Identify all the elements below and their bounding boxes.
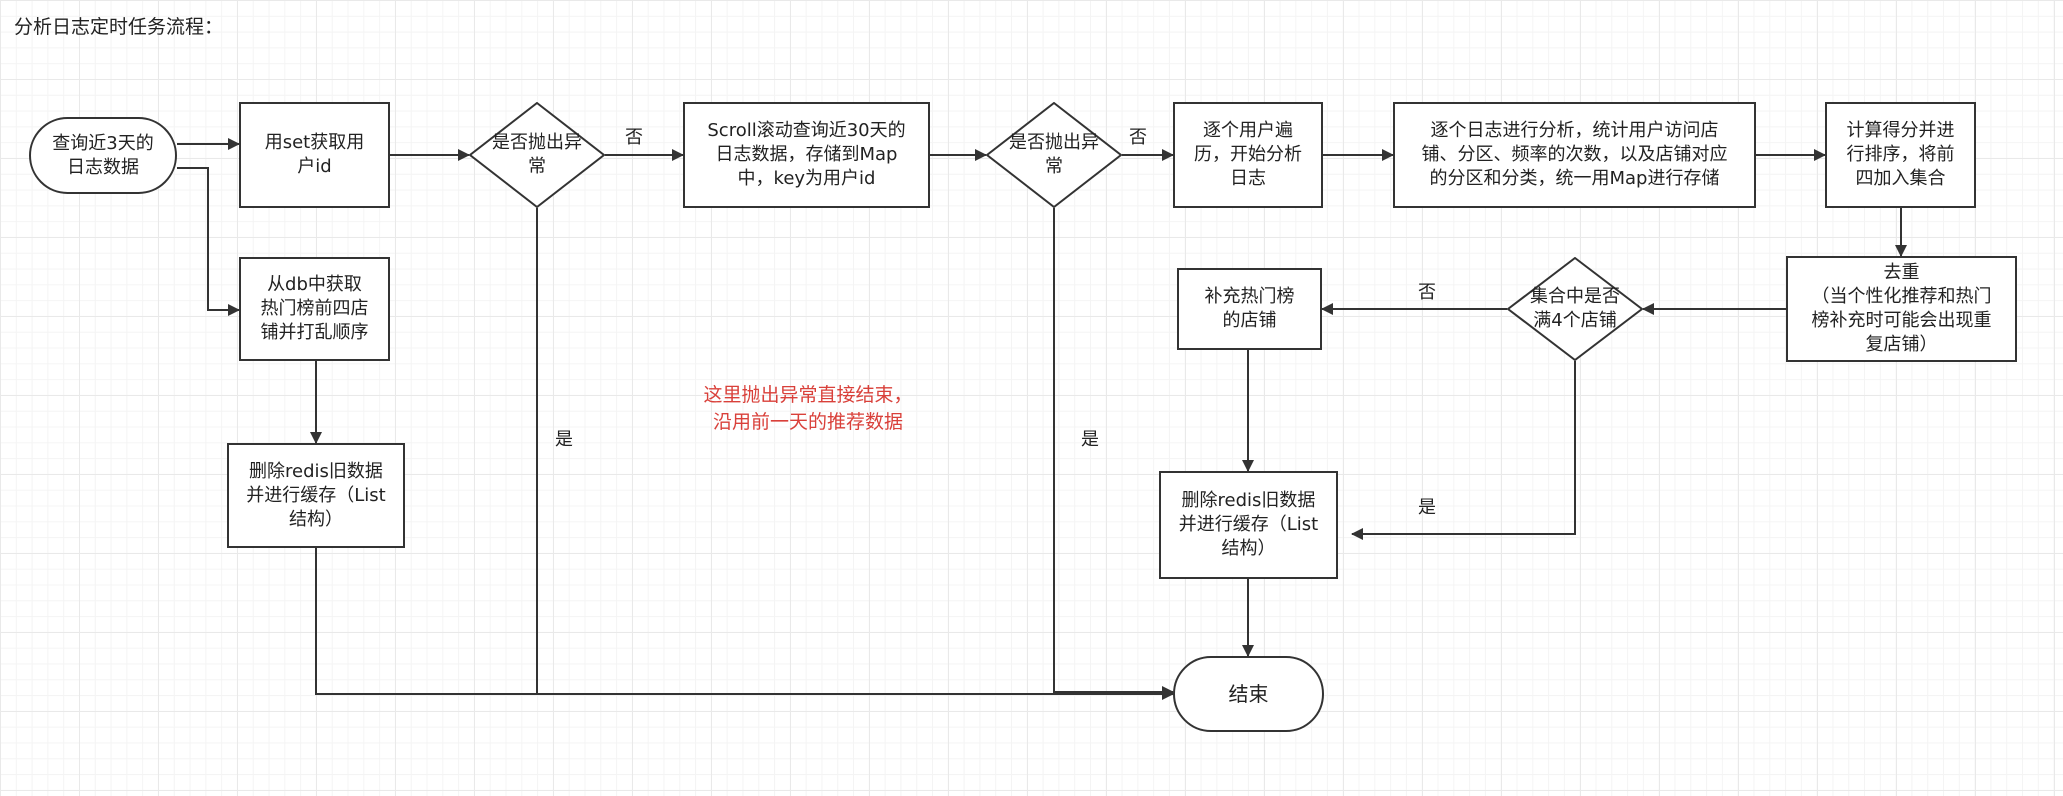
check-exception-2-label: 是否抛出异 常 [1009, 132, 1099, 177]
node-supplement-hot[interactable]: 补充热门榜 的店铺 [1177, 268, 1322, 350]
edge-check2-to-end [1053, 208, 1174, 698]
check-exception-1-label: 是否抛出异 常 [492, 132, 582, 177]
node-check-exception-1[interactable]: 是否抛出异 常 [469, 102, 605, 208]
node-analyze-logs[interactable]: 逐个日志进行分析，统计用户访问店 铺、分区、频率的次数，以及店铺对应 的分区和分… [1393, 102, 1756, 208]
check-four-shops-label: 集合中是否 满4个店铺 [1530, 286, 1620, 331]
edge-start-to-hot-shops [177, 167, 240, 316]
node-hot-shops-db[interactable]: 从db中获取 热门榜前四店 铺并打乱顺序 [239, 257, 390, 361]
node-start[interactable]: 查询近3天的 日志数据 [29, 117, 177, 194]
node-iterate-users[interactable]: 逐个用户遍 历，开始分析 日志 [1173, 102, 1323, 208]
node-check-four-shops[interactable]: 集合中是否 满4个店铺 [1507, 257, 1643, 361]
node-get-user-id[interactable]: 用set获取用 户id [239, 102, 390, 208]
edge-label-no-2: 否 [1129, 127, 1147, 148]
node-dedupe[interactable]: 去重 （当个性化推荐和热门 榜补充时可能会出现重 复店铺） [1786, 256, 2017, 362]
edge-label-yes-1: 是 [555, 429, 573, 450]
node-check-exception-2[interactable]: 是否抛出异 常 [986, 102, 1122, 208]
node-delete-cache-left[interactable]: 删除redis旧数据 并进行缓存（List 结构） [227, 443, 405, 548]
node-end[interactable]: 结束 [1173, 656, 1324, 732]
edge-label-no-3: 否 [1418, 282, 1436, 303]
node-delete-cache-right[interactable]: 删除redis旧数据 并进行缓存（List 结构） [1159, 471, 1338, 579]
edge-check3-to-delete-right [1351, 361, 1576, 540]
page-title: 分析日志定时任务流程： [14, 16, 224, 38]
exception-note: 这里抛出异常直接结束， 沿用前一天的推荐数据 [703, 384, 913, 433]
node-scroll-query[interactable]: Scroll滚动查询近30天的 日志数据，存储到Map 中，key为用户id [683, 102, 930, 208]
edge-delete-left-to-end [315, 548, 1174, 700]
edge-label-yes-3: 是 [1418, 497, 1436, 518]
edge-label-no-1: 否 [625, 127, 643, 148]
node-score-sort[interactable]: 计算得分并进 行排序，将前 四加入集合 [1825, 102, 1976, 208]
edge-label-yes-2: 是 [1081, 429, 1099, 450]
